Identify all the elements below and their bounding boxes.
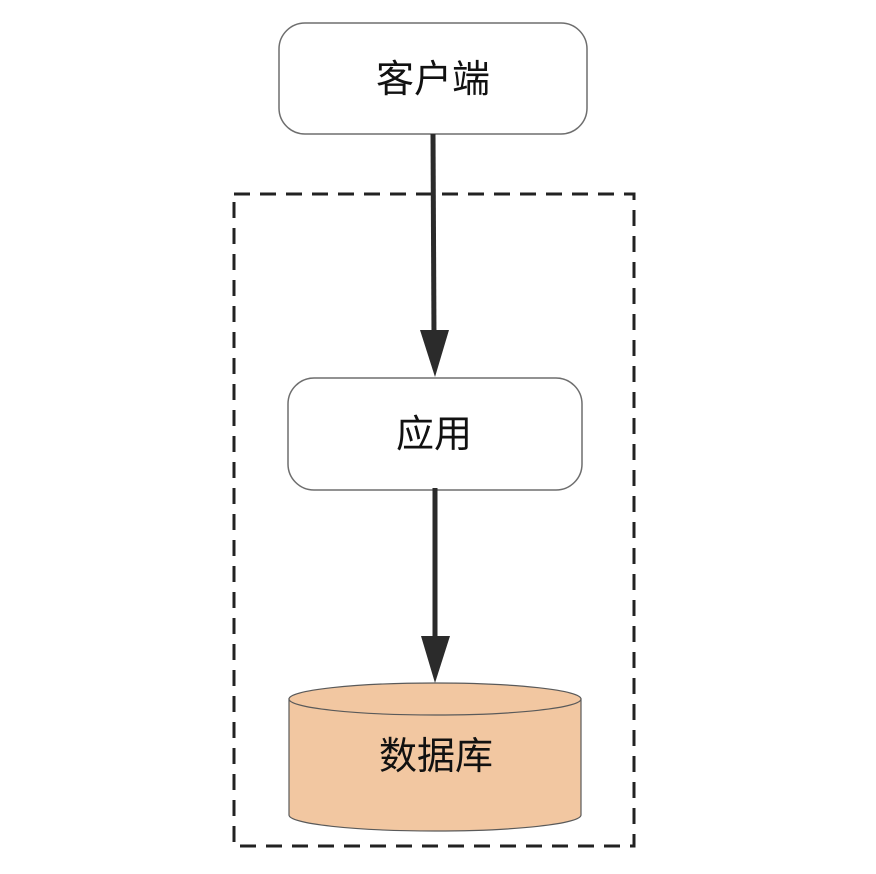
arrowhead-icon xyxy=(420,330,449,377)
arrow-shaft xyxy=(430,133,437,337)
arrowhead-icon xyxy=(421,636,450,683)
arrow-application-to-database xyxy=(421,488,450,683)
application-label: 应用 xyxy=(396,412,472,456)
database-cylinder-top xyxy=(288,682,582,716)
database-node: 数据库 xyxy=(288,682,582,832)
database-label: 数据库 xyxy=(379,734,493,778)
arrow-client-to-application xyxy=(420,133,449,377)
application-node: 应用 xyxy=(287,377,583,491)
client-node: 客户端 xyxy=(278,22,588,135)
client-label: 客户端 xyxy=(376,57,490,101)
database-cylinder-body xyxy=(288,698,582,832)
system-boundary xyxy=(232,192,636,848)
